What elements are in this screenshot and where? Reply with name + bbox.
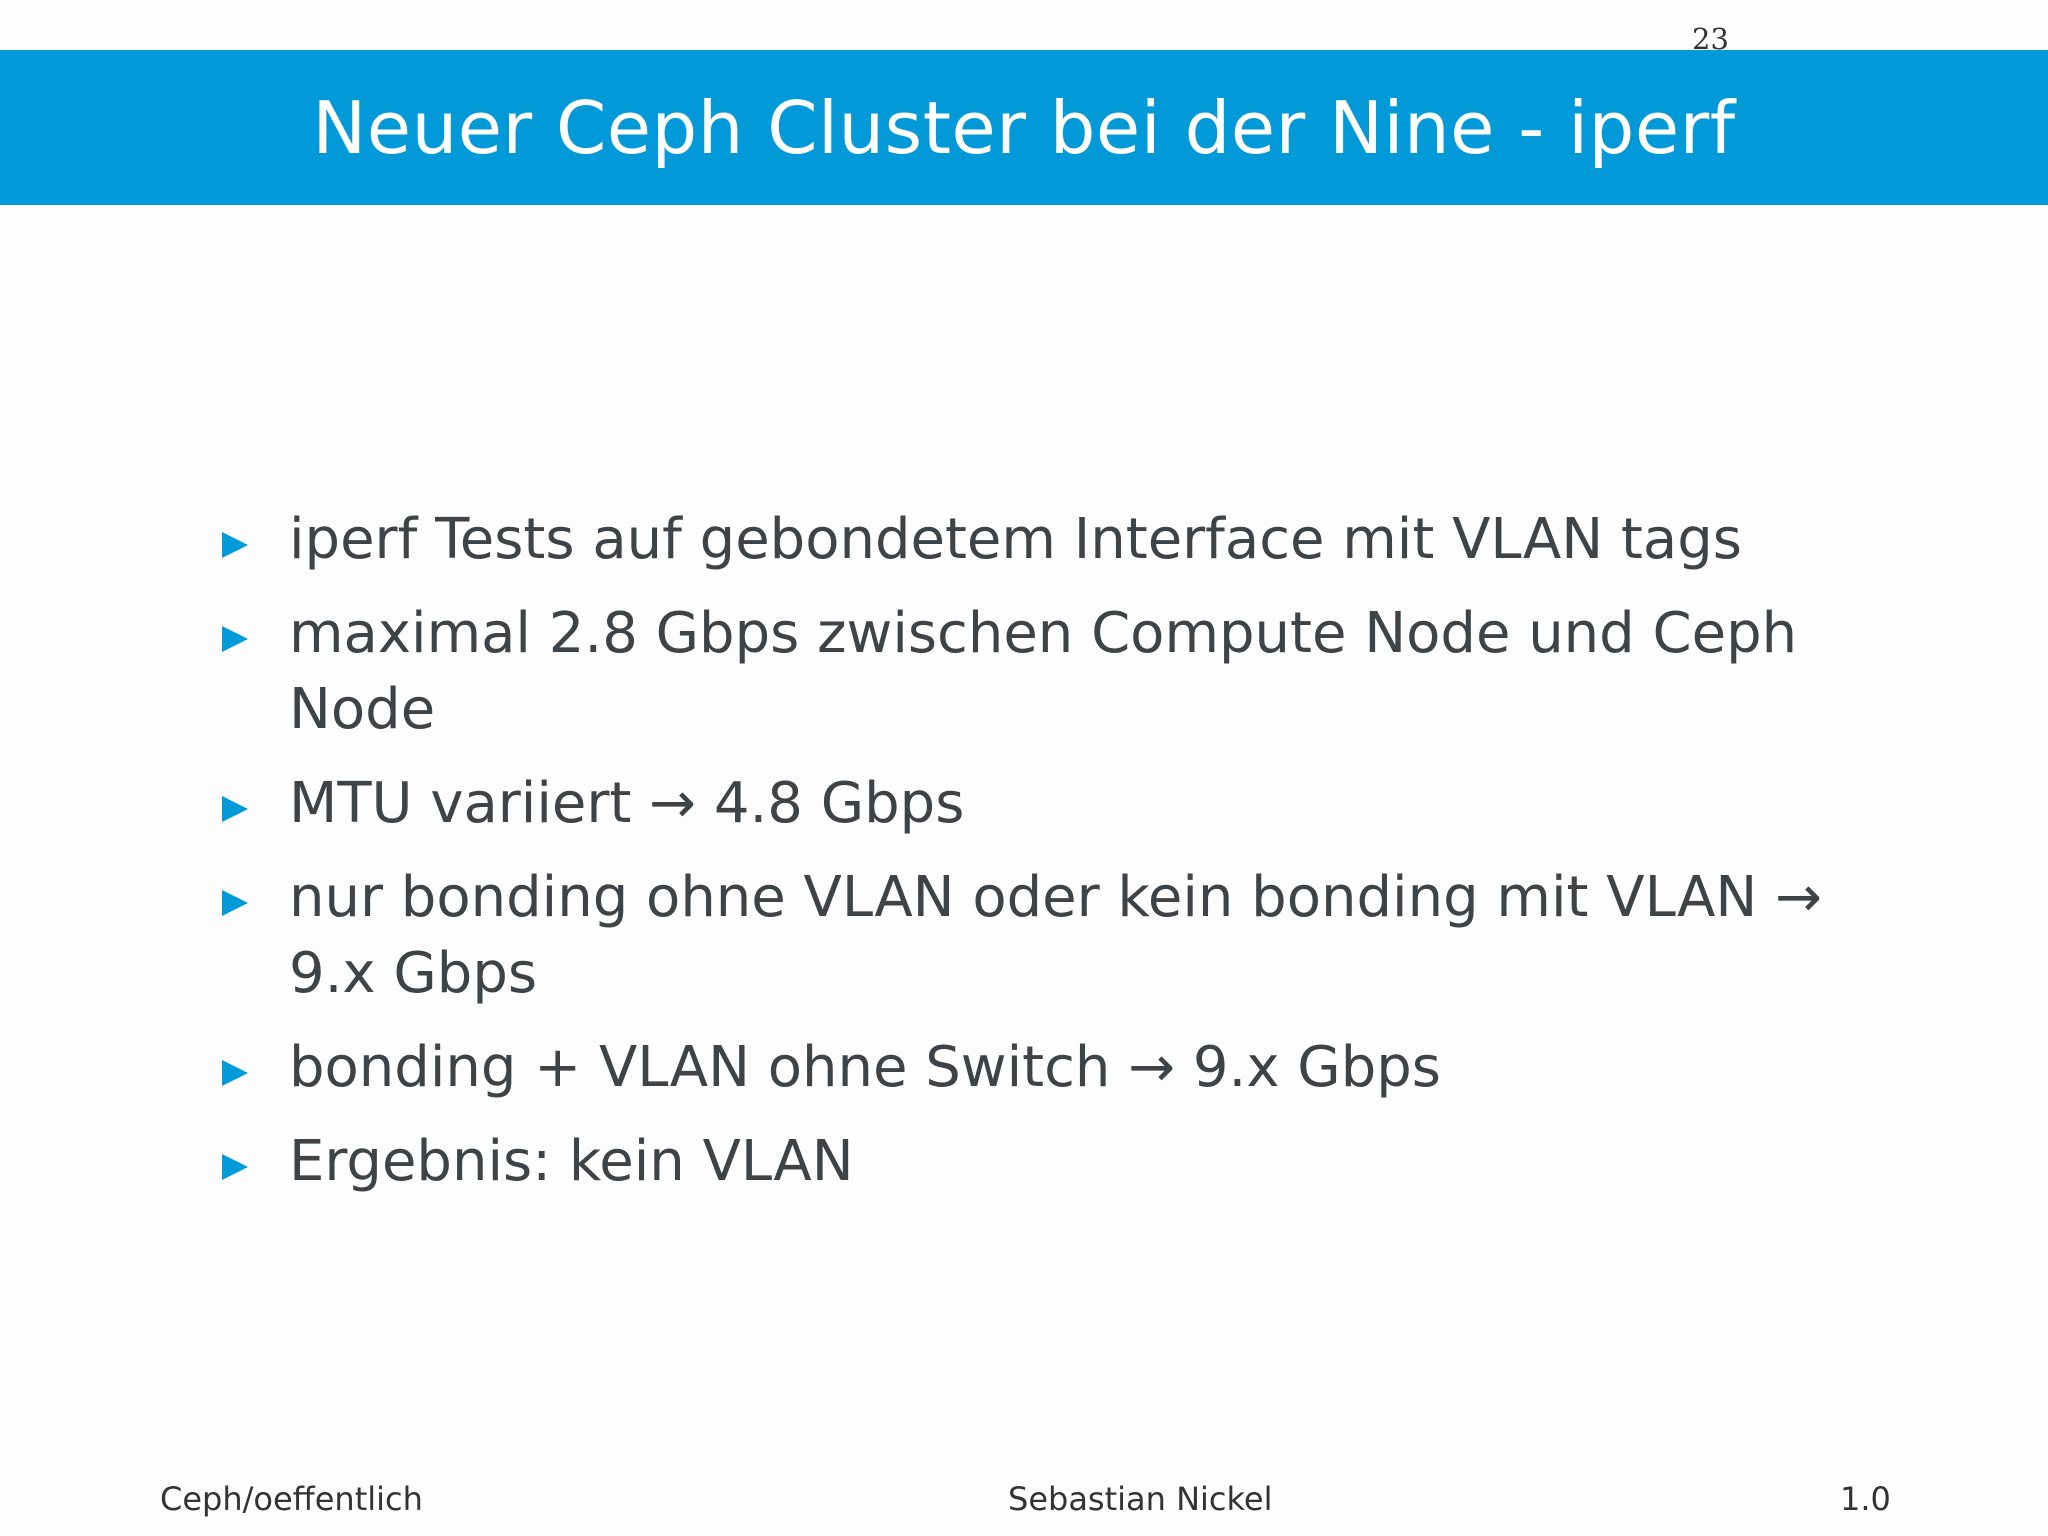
- bullet-item: bonding + VLAN ohne Switch → 9.x Gbps: [210, 1030, 1910, 1106]
- triangle-right-icon: [222, 1060, 248, 1086]
- bullet-text: bonding + VLAN ohne Switch → 9.x Gbps: [289, 1035, 1441, 1100]
- bullet-text: maximal 2.8 Gbps zwischen Compute Node u…: [289, 601, 1798, 742]
- bullet-item: maximal 2.8 Gbps zwischen Compute Node u…: [210, 596, 1910, 748]
- bullet-item: MTU variiert → 4.8 Gbps: [210, 766, 1910, 842]
- bullet-list: iperf Tests auf gebondetem Interface mit…: [210, 502, 1910, 1218]
- triangle-right-icon: [222, 890, 248, 916]
- bullet-text: nur bonding ohne VLAN oder kein bonding …: [289, 865, 1822, 1006]
- triangle-right-icon: [222, 626, 248, 652]
- bullet-text: Ergebnis: kein VLAN: [289, 1129, 854, 1194]
- triangle-right-icon: [222, 796, 248, 822]
- title-bar: Neuer Ceph Cluster bei der Nine - iperf: [0, 50, 2048, 205]
- triangle-right-icon: [222, 1154, 248, 1180]
- slide-title: Neuer Ceph Cluster bei der Nine - iperf: [312, 85, 1736, 170]
- bullet-item: iperf Tests auf gebondetem Interface mit…: [210, 502, 1910, 578]
- bullet-text: MTU variiert → 4.8 Gbps: [289, 771, 965, 836]
- triangle-right-icon: [222, 532, 248, 558]
- footer-version: 1.0: [1840, 1480, 1891, 1518]
- bullet-item: nur bonding ohne VLAN oder kein bonding …: [210, 860, 1910, 1012]
- footer-author: Sebastian Nickel: [1008, 1480, 1273, 1518]
- bullet-text: iperf Tests auf gebondetem Interface mit…: [289, 507, 1742, 572]
- footer-classification: Ceph/oeffentlich: [160, 1480, 423, 1518]
- bullet-item: Ergebnis: kein VLAN: [210, 1124, 1910, 1200]
